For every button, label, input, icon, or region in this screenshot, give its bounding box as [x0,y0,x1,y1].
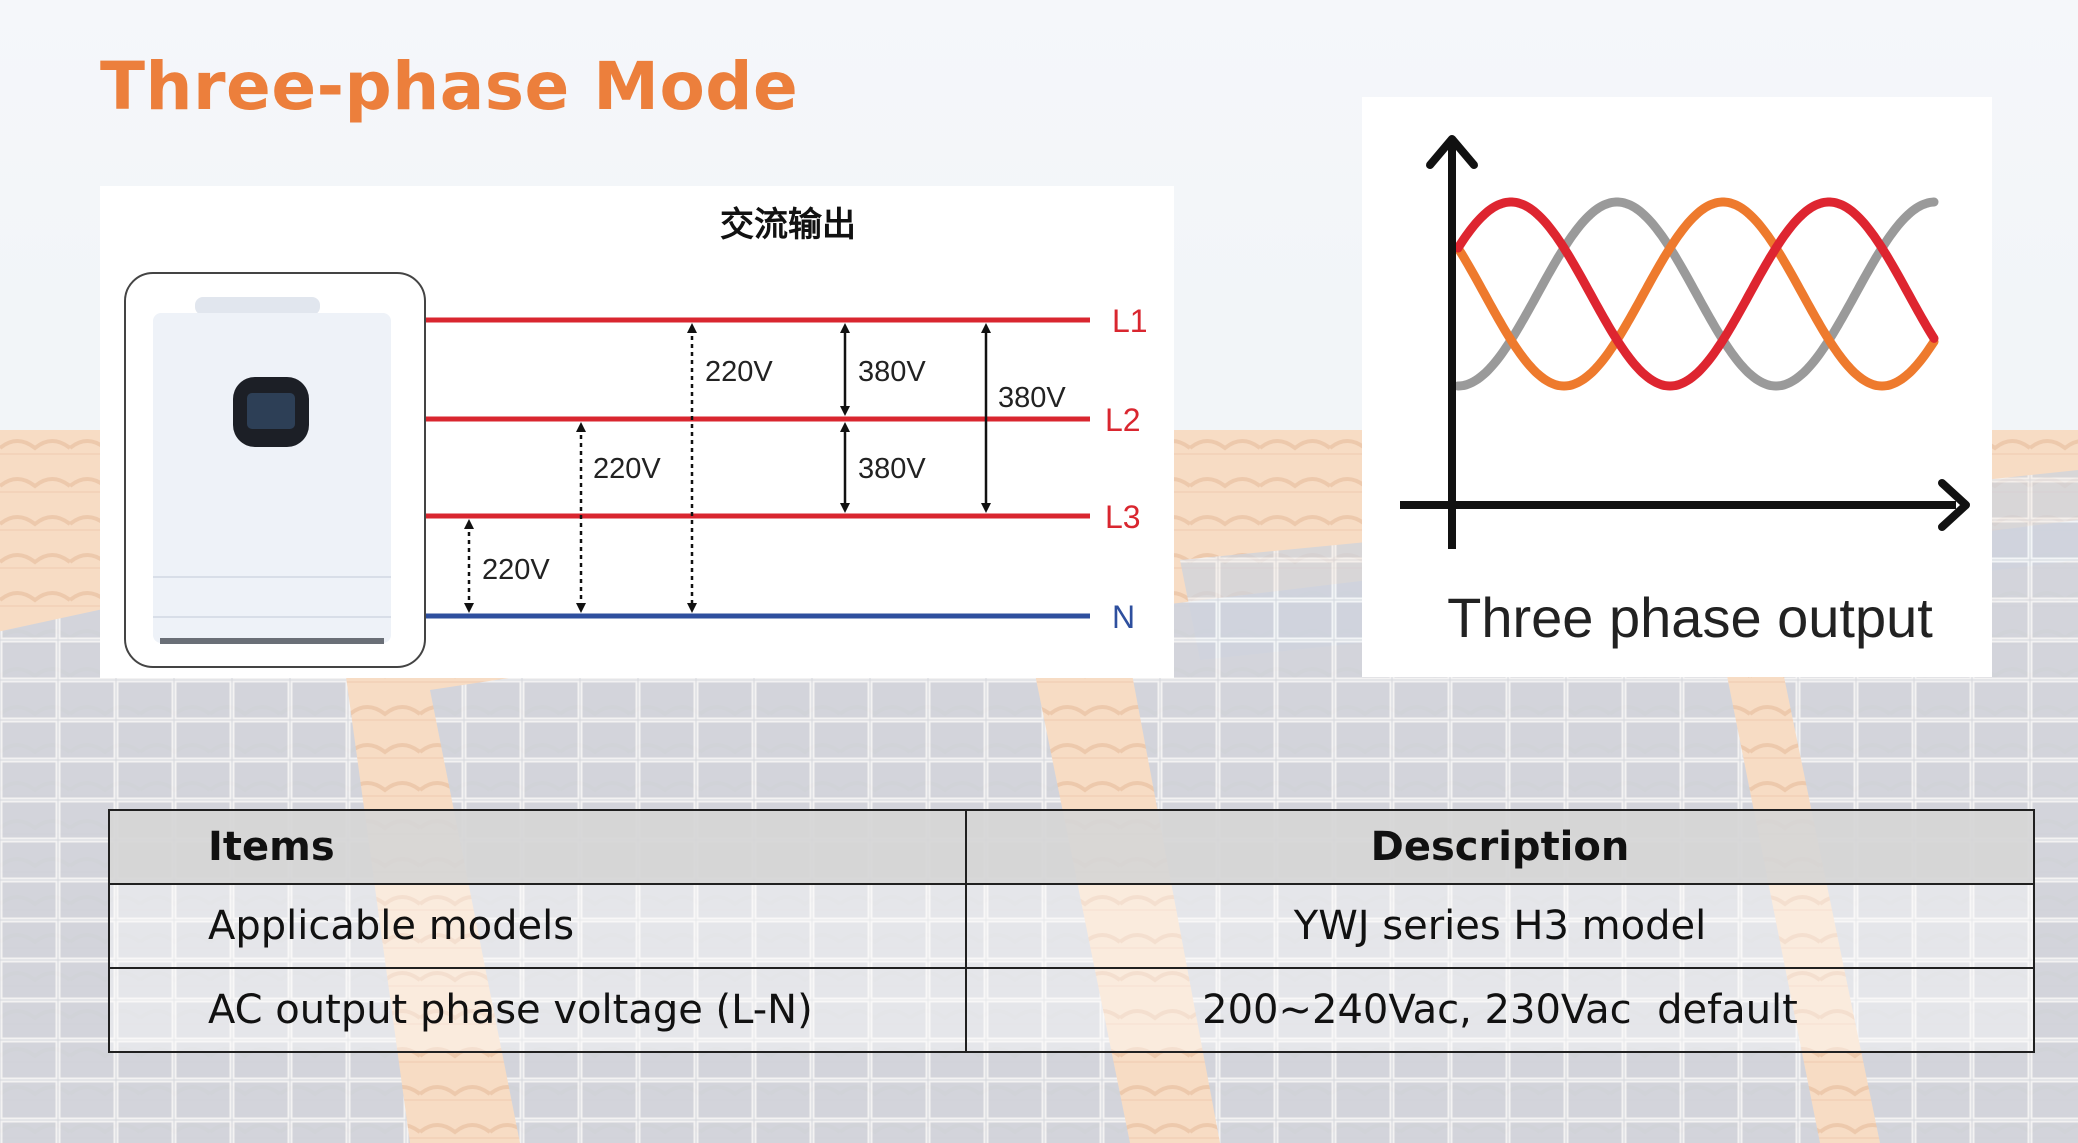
cell-item: AC output phase voltage (L-N) [108,967,967,1053]
voltage-l2-l3: 380V [858,453,926,485]
header-items: Items [108,809,967,885]
header-description: Description [965,809,2035,885]
label-l1: L1 [1112,303,1148,339]
waveform-panel: Three phase output [1362,97,1992,677]
wiring-diagram: 交流输出 L1 L2 L3 N 220V 220V 220V [124,205,1148,668]
cell-description: 200~240Vac, 230Vac default [965,967,2035,1053]
label-l2: L2 [1105,402,1141,438]
cell-item: Applicable models [108,883,967,969]
waveform-caption: Three phase output [1447,586,1933,649]
table-row: Applicable models YWJ series H3 model [108,883,2035,969]
table-header-row: Items Description [108,809,2035,885]
cell-description: YWJ series H3 model [965,883,2035,969]
y-axis-arrow [1426,135,1478,169]
wave-phase-gray [1453,197,1939,391]
x-axis-arrow [1938,479,1970,531]
voltage-l1-n: 220V [705,356,773,388]
wiring-heading: 交流输出 [720,205,856,244]
label-l3: L3 [1105,499,1141,535]
wiring-diagram-panel: 交流输出 L1 L2 L3 N 220V 220V 220V [100,186,1174,678]
voltage-l1-l3: 380V [998,382,1066,414]
wave-phase-red [1453,197,1939,391]
table-row: AC output phase voltage (L-N) 200~240Vac… [108,967,2035,1053]
wave-phase-orange [1453,197,1939,391]
page-title: Three-phase Mode [100,48,799,125]
voltage-l3-n: 220V [482,554,550,586]
voltage-l2-n: 220V [593,453,661,485]
waveform-diagram: Three phase output [1400,135,1970,649]
spec-table: Items Description Applicable models YWJ … [108,809,2035,1053]
voltage-l1-l2: 380V [858,356,926,388]
inverter-icon [124,272,426,668]
label-neutral: N [1112,599,1135,635]
